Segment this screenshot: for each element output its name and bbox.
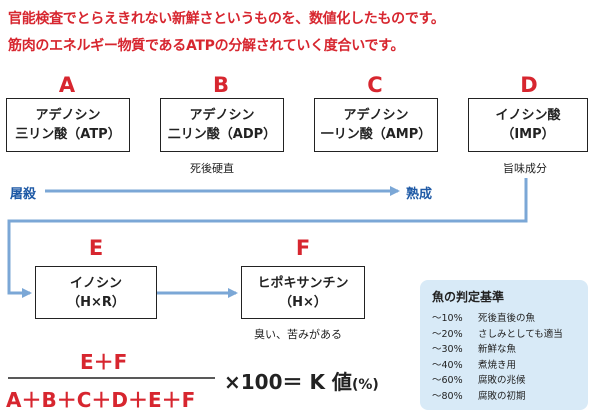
legend-range: ～30%: [432, 344, 463, 355]
legend-desc: 煮焼き用: [478, 359, 517, 371]
stage-e-letter: E: [88, 236, 104, 260]
timeline-end-label: 熟成: [406, 187, 433, 202]
legend-range: ～40%: [432, 359, 463, 371]
stage-e-formula: （H×R）: [67, 294, 125, 310]
formula-result: ×100＝ K 値(%): [224, 366, 379, 395]
stage-a-formula: 三リン酸（ATP）: [15, 127, 121, 142]
legend-range: ～20%: [432, 328, 463, 340]
stage-c-formula: 一リン酸（AMP）: [320, 127, 432, 142]
stage-e-box: イノシン （H×R）: [35, 266, 157, 319]
stage-b-formula: 二リン酸（ADP）: [167, 127, 277, 142]
formula-denominator: A＋B＋C＋D＋E＋F: [6, 388, 196, 412]
stage-d-box: イノシン酸 （IMP）: [468, 98, 588, 152]
stage-f-name: ヒポキサンチン: [257, 275, 349, 291]
stage-a-name: アデノシン: [35, 108, 101, 123]
intro-line-1: 官能検査でとらえきれない新鮮さというものを、数値化したものです。: [8, 11, 445, 27]
stage-f-note: 臭い、苦みがある: [254, 328, 342, 341]
stage-b-note: 死後硬直: [190, 162, 234, 175]
stage-d-letter: D: [520, 73, 538, 97]
stage-f-formula: （H×）: [279, 294, 327, 310]
stage-e-name: イノシン: [69, 275, 122, 291]
stage-c-box: アデノシン 一リン酸（AMP）: [314, 98, 438, 152]
stage-b-box: アデノシン 二リン酸（ADP）: [160, 98, 284, 152]
legend-desc: 死後直後の魚: [478, 313, 536, 324]
legend-row: ～40% 煮焼き用: [432, 358, 576, 374]
stage-a-letter: A: [58, 73, 76, 97]
formula-suffix: ×100＝ K 値: [224, 370, 352, 394]
stage-f-letter: F: [295, 236, 311, 260]
legend-row: ～20% さしみとしても適当: [432, 327, 576, 343]
stage-b-letter: B: [212, 73, 229, 97]
intro-line-2: 筋肉のエネルギー物質であるATPの分解されていく度合いです。: [8, 38, 405, 54]
stage-c-name: アデノシン: [343, 108, 409, 123]
stage-d-name: イノシン酸: [495, 108, 561, 123]
stage-c-letter: C: [367, 73, 383, 97]
legend-row: ～10% 死後直後の魚: [432, 311, 576, 327]
timeline-start-label: 屠殺: [10, 187, 37, 202]
formula-unit: (%): [351, 377, 379, 393]
stage-d-note: 旨味成分: [503, 162, 547, 175]
connector-d-to-e: [7, 178, 528, 298]
stage-b-name: アデノシン: [189, 108, 255, 123]
legend-desc: さしみとしても適当: [478, 328, 563, 340]
legend-row: ～80% 腐敗の初期: [432, 389, 576, 405]
legend-range: ～80%: [432, 390, 463, 402]
legend-desc: 腐敗の兆候: [478, 375, 526, 386]
stage-f-box: ヒポキサンチン （H×）: [241, 266, 365, 319]
stage-a-box: アデノシン 三リン酸（ATP）: [6, 98, 130, 152]
legend-row: ～60% 腐敗の兆候: [432, 373, 576, 389]
formula-numerator: E＋F: [80, 350, 128, 374]
legend-range: ～10%: [432, 313, 463, 324]
legend-title: 魚の判定基準: [432, 290, 505, 304]
legend-desc: 腐敗の初期: [478, 390, 526, 402]
stage-d-formula: （IMP）: [501, 127, 555, 142]
legend-range: ～60%: [432, 375, 463, 386]
judgement-legend: 魚の判定基準 ～10% 死後直後の魚 ～20% さしみとしても適当 ～30% 新鮮な魚…: [420, 280, 588, 410]
legend-desc: 新鮮な魚: [478, 344, 517, 355]
legend-row: ～30% 新鮮な魚: [432, 342, 576, 358]
